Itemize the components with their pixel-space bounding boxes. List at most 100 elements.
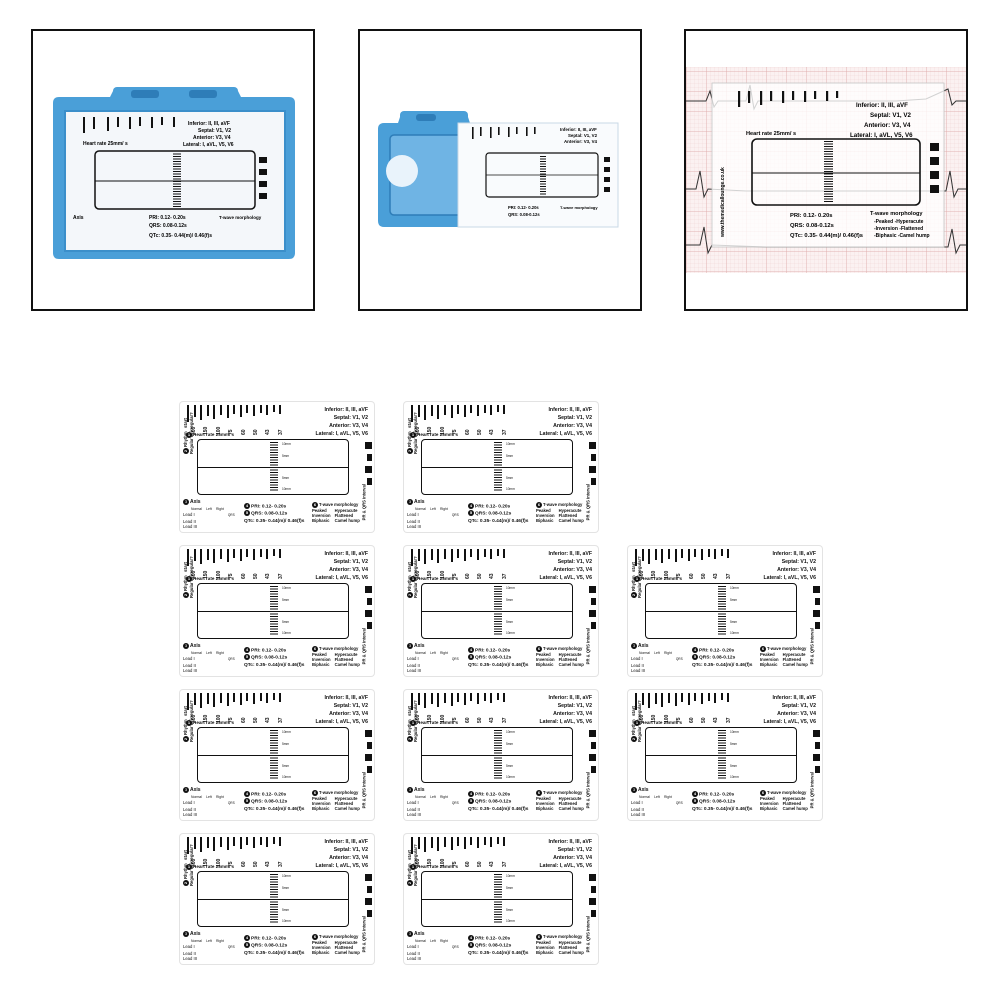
pr-block: [365, 754, 372, 761]
rate-tick: [417, 837, 420, 850]
pr-block: [365, 586, 372, 593]
axis-label: Axis: [414, 787, 425, 794]
rhythm-section: 2Rhythm Regular or irregular?: [407, 700, 418, 742]
rate-label: 43: [713, 573, 720, 579]
septal-leads: Septal: V1, V2: [781, 703, 816, 709]
axis-row-lead-ii: Lead II: [183, 806, 196, 812]
twave-item: Inversion: [760, 657, 779, 662]
axis-col-right: Right: [215, 506, 224, 511]
twave-item: Hyperacute: [334, 940, 358, 945]
pr-block: [589, 586, 596, 593]
axis-row-lead-iii: Lead III: [183, 668, 197, 674]
rate-tick: [463, 549, 466, 562]
pri-value: PRI: 0.12- 0.20s: [251, 936, 287, 942]
rate-tick: [272, 405, 275, 412]
step-number-6: 6: [760, 790, 766, 796]
rate-tick: [424, 693, 427, 709]
axis-row-lead-i: Lead I: [407, 512, 419, 518]
mark-5mm-bottom: 5mm: [730, 764, 738, 768]
lead-territories: Inferior: II, III, aVF Septal: V1, V2 An…: [540, 406, 592, 438]
axis-qrs-tag: QRS: [451, 801, 459, 806]
rate-tick: [220, 405, 222, 415]
mark-10mm-top: 10mm: [506, 874, 515, 878]
lateral-leads: Lateral: I, aVL, V5, V6: [315, 719, 368, 725]
rate-tick: [193, 693, 196, 706]
rate-tick: [444, 405, 446, 415]
pri-value: PRI: 0.12- 0.20s: [251, 648, 287, 654]
inferior-leads: Inferior: II, III, aVF: [548, 695, 592, 701]
twave-item: Peaked: [760, 652, 775, 657]
inferior-leads: Inferior: II, III, aVF: [324, 695, 368, 701]
rhythm-label: Rhythm: [183, 719, 189, 735]
heart-rate-label: Heart rate 25mm/ s: [193, 432, 235, 438]
rate-tick: [470, 549, 473, 557]
step-number-4: 4: [244, 935, 250, 941]
qtc-value: QTc: 0.35- 0.44(m)/ 0.46(f)s: [692, 806, 753, 812]
twave-item: Hyperacute: [334, 652, 358, 657]
step-number-3: 3: [407, 931, 413, 937]
axis-label: Axis: [190, 499, 201, 506]
mm-scale: [494, 586, 502, 636]
measurement-window: 10mm 5mm 5mm 10mm: [645, 583, 797, 639]
rhythm-question: Regular or irregular?: [189, 700, 194, 742]
pr-block: [367, 622, 372, 629]
rate-tick: [272, 693, 275, 700]
axis-col-right: Right: [215, 650, 224, 655]
lead-territories: Inferior: II, III, aVF Septal: V1, V2 An…: [540, 838, 592, 870]
rate-tick: [503, 693, 506, 702]
axis-row-lead-i: Lead I: [183, 512, 195, 518]
rate-label: 60: [240, 861, 247, 867]
rate-tick: [694, 693, 697, 701]
pr-block: [367, 742, 372, 749]
rate-tick: [635, 549, 637, 566]
rate-label: 37: [501, 861, 508, 867]
mark-10mm-bottom: 10mm: [282, 631, 291, 635]
axis-row-lead-iii: Lead III: [183, 956, 197, 962]
septal-leads: Septal: V1, V2: [557, 559, 592, 565]
lateral-leads: Lateral: I, aVL, V5, V6: [539, 863, 592, 869]
rate-label: 37: [725, 573, 732, 579]
svg-text:Lateral: I, aVL, V5, V6: Lateral: I, aVL, V5, V6: [183, 142, 234, 148]
lateral-leads: Lateral: I, aVL, V5, V6: [539, 431, 592, 437]
septal-leads: Septal: V1, V2: [333, 415, 368, 421]
axis-col-normal: Normal: [415, 794, 426, 799]
pr-block: [367, 478, 372, 485]
axis-col-right: Right: [439, 506, 448, 511]
pr-block: [365, 466, 372, 473]
pr-block: [591, 910, 596, 917]
mark-10mm-bottom: 10mm: [282, 487, 291, 491]
axis-row-lead-i: Lead I: [407, 944, 419, 950]
twave-title: T-wave morphology: [767, 646, 807, 652]
inferior-leads: Inferior: II, III, aVF: [324, 407, 368, 413]
rate-tick: [417, 405, 420, 418]
mark-5mm-top: 5mm: [506, 886, 514, 890]
measurement-window: 10mm 5mm 5mm 10mm: [197, 727, 349, 783]
rate-tick: [444, 549, 446, 559]
pr-block: [815, 766, 820, 773]
mark-5mm-bottom: 5mm: [506, 620, 514, 624]
axis-col-left: Left: [206, 650, 212, 655]
qrs-value: QRS: 0.08-0.12s: [475, 799, 512, 805]
pr-block: [813, 730, 820, 737]
rate-tick: [246, 693, 249, 701]
heart-rate-label: Heart rate 25mm/ s: [417, 576, 459, 582]
septal-leads: Septal: V1, V2: [333, 559, 368, 565]
mark-10mm-bottom: 10mm: [730, 775, 739, 779]
pri-value: PRI: 0.12- 0.20s: [475, 792, 511, 798]
rate-tick: [457, 549, 460, 558]
twave-title: T-wave morphology: [319, 646, 359, 652]
